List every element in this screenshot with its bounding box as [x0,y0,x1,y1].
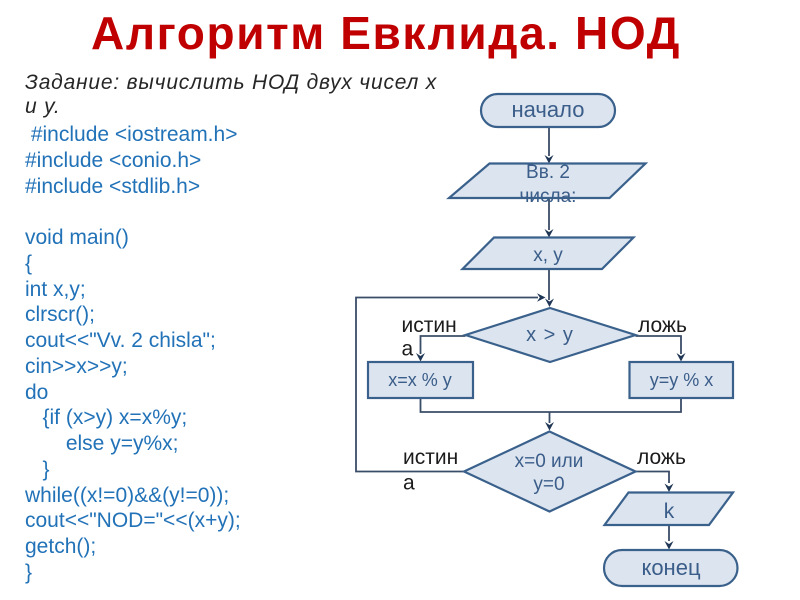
svg-text:y=y % x: y=y % x [650,370,714,390]
svg-text:ложь: ложь [637,446,686,469]
svg-text:конец: конец [641,555,700,580]
svg-text:x > y: x > y [526,324,574,346]
svg-text:x=x % y: x=x % y [388,370,452,390]
svg-text:а: а [402,338,414,361]
svg-text:ложь: ложь [638,314,687,337]
svg-text:x, y: x, y [533,245,563,266]
svg-text:k: k [664,500,675,523]
svg-text:x=0 или: x=0 или [515,451,584,472]
svg-text:истин: истин [402,314,457,337]
svg-text:начало: начало [512,97,585,122]
svg-text:y=0: y=0 [533,474,564,495]
svg-text:Вв. 2: Вв. 2 [526,162,570,183]
svg-text:а: а [403,472,415,495]
svg-text:истин: истин [403,446,458,469]
svg-text:числа:: числа: [520,186,577,207]
